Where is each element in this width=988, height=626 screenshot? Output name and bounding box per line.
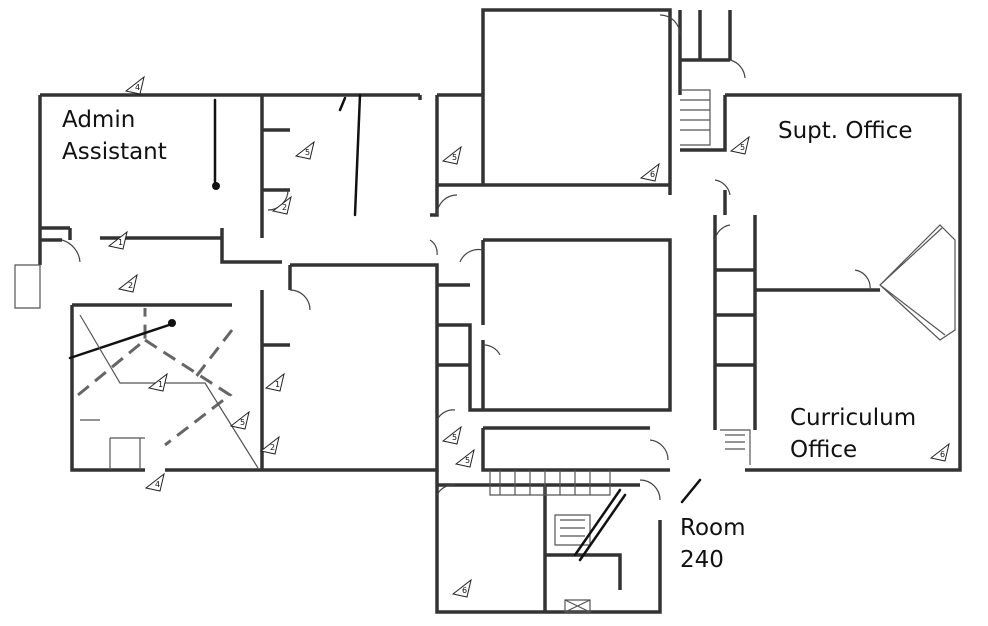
marker-number: 5 <box>452 153 457 162</box>
label-line: Assistant <box>62 139 167 165</box>
view-marker: 5 <box>294 140 315 160</box>
view-marker: 2 <box>271 195 292 215</box>
room-label-admin-assistant: Admin Assistant <box>62 104 167 168</box>
marker-triangle <box>147 372 168 392</box>
view-marker: 2 <box>117 273 138 293</box>
marker-triangle <box>729 135 750 155</box>
marker-number: 1 <box>118 238 123 247</box>
marker-number: 4 <box>155 480 160 489</box>
view-marker: 5 <box>441 425 462 445</box>
marker-triangle <box>124 75 145 95</box>
view-marker: 2 <box>259 435 280 455</box>
room-label-supt-office: Supt. Office <box>778 118 913 144</box>
label-line: Office <box>790 437 858 463</box>
marker-number: 2 <box>282 203 287 212</box>
marker-triangle <box>264 372 285 392</box>
view-marker: 5 <box>441 145 462 165</box>
marker-number: 6 <box>940 450 945 459</box>
marker-triangle <box>144 472 165 492</box>
marker-number: 1 <box>275 380 280 389</box>
marker-triangle <box>271 195 292 215</box>
marker-number: 5 <box>240 418 245 427</box>
marker-number: 5 <box>465 456 470 465</box>
marker-triangle <box>259 435 280 455</box>
view-marker: 1 <box>107 230 128 250</box>
marker-number: 2 <box>270 443 275 452</box>
view-marker: 1 <box>264 372 285 392</box>
marker-number: 6 <box>650 170 655 179</box>
label-line: Admin <box>62 107 136 133</box>
marker-triangle <box>441 145 462 165</box>
marker-triangle <box>294 140 315 160</box>
marker-number: 6 <box>462 586 467 595</box>
view-marker: 5 <box>229 410 250 430</box>
view-marker: 6 <box>639 162 660 182</box>
marker-number: 5 <box>452 433 457 442</box>
marker-number: 1 <box>158 380 163 389</box>
marker-triangle <box>639 162 660 182</box>
view-marker: 5 <box>729 135 750 155</box>
markers: 4 1 2 2 5 5 6 5 1 1 5 2 4 5 5 6 6 <box>107 75 950 598</box>
marker-triangle <box>454 448 475 468</box>
marker-triangle <box>441 425 462 445</box>
walls <box>14 8 962 614</box>
doors <box>61 14 871 501</box>
room-label-curriculum-office: Curriculum Office <box>790 402 916 466</box>
marker-number: 4 <box>135 83 140 92</box>
marker-triangle <box>929 442 950 462</box>
marker-triangle <box>229 410 250 430</box>
view-marker: 4 <box>144 472 165 492</box>
marker-triangle <box>117 273 138 293</box>
view-marker: 1 <box>147 372 168 392</box>
view-marker: 6 <box>451 578 472 598</box>
room-label-room-240: Room 240 <box>680 512 746 576</box>
marker-number: 5 <box>305 148 310 157</box>
view-marker: 6 <box>929 442 950 462</box>
view-marker: 5 <box>454 448 475 468</box>
label-line: 240 <box>680 547 724 573</box>
dashed-paths <box>77 308 234 470</box>
marker-number: 2 <box>128 281 133 290</box>
marker-triangle <box>107 230 128 250</box>
marker-number: 5 <box>740 143 745 152</box>
label-line: Room <box>680 515 746 541</box>
label-line: Curriculum <box>790 405 917 431</box>
view-marker: 4 <box>124 75 145 95</box>
marker-triangle <box>451 578 472 598</box>
